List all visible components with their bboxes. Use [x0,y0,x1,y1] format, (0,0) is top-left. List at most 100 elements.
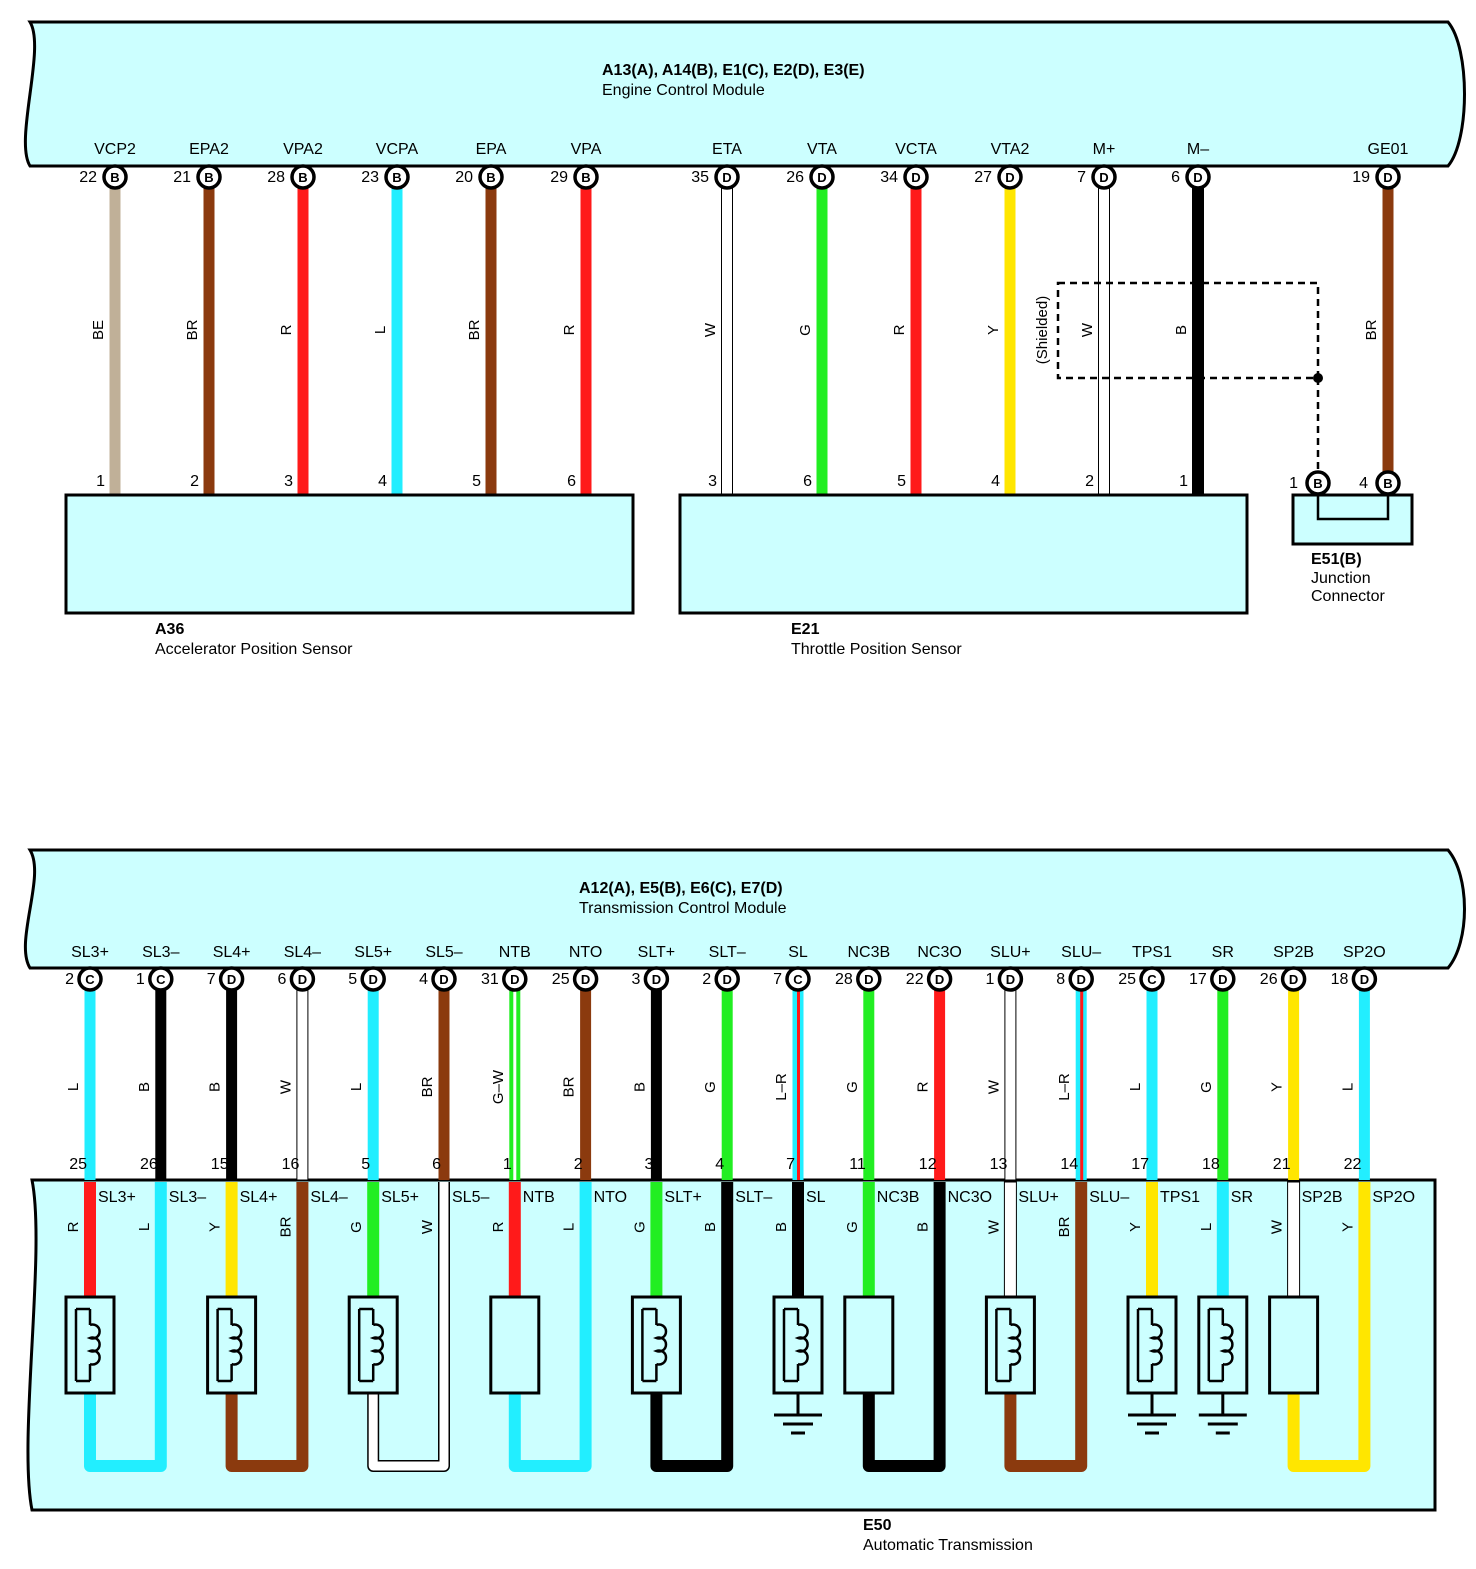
e50-component-10 [1268,1181,1371,1472]
svg-text:SL4+: SL4+ [240,1189,278,1206]
svg-text:BR: BR [1056,1216,1073,1237]
svg-text:SL: SL [806,1189,826,1206]
svg-text:SL3–: SL3– [142,944,179,961]
svg-text:B: B [581,170,590,185]
e50-term-SLU+: SLU+W [985,1189,1058,1234]
ecm-wire-M–: M–D6B1M– [1171,141,1211,520]
svg-text:6: 6 [803,473,812,490]
svg-text:BR: BR [277,1216,294,1237]
svg-text:2: 2 [190,473,199,490]
svg-text:D: D [581,972,590,987]
svg-text:EPA: EPA [476,141,507,158]
svg-text:D: D [298,972,307,987]
svg-text:8: 8 [1056,971,1065,988]
svg-text:6: 6 [1171,169,1180,186]
svg-text:NTB: NTB [523,1189,555,1206]
svg-text:25: 25 [552,971,570,988]
svg-text:SLU–: SLU– [1089,1189,1129,1206]
svg-text:SL5–: SL5– [452,1189,489,1206]
solenoid-coil-icon [216,1307,243,1383]
svg-text:BR: BR [419,1076,436,1097]
solenoid-coil-icon [357,1307,384,1383]
svg-text:R: R [490,1221,507,1232]
svg-text:R: R [278,324,295,335]
svg-text:NC3B: NC3B [847,944,890,961]
svg-text:26: 26 [140,1156,158,1173]
svg-text:SL4+: SL4+ [213,944,251,961]
e51-name-line1: Junction [1311,570,1371,587]
svg-text:B: B [1313,476,1322,491]
svg-text:21: 21 [1273,1156,1291,1173]
svg-text:4: 4 [1359,475,1368,492]
ecm-wire-ETA: ETAD35W3E2 [691,141,742,520]
svg-text:SLT–: SLT– [735,1189,772,1206]
solenoid-coil-icon [1136,1307,1163,1383]
svg-text:L: L [561,1223,578,1231]
ecm-name: Engine Control Module [602,82,765,99]
svg-text:W: W [277,1079,294,1094]
svg-text:L: L [65,1083,82,1091]
svg-text:VCTA: VCTA [895,141,937,158]
svg-text:G–W: G–W [490,1069,507,1104]
svg-text:D: D [911,170,920,185]
e21-code: E21 [791,621,820,638]
ecm-wire-VTA2: VTA2D27Y4VTA2 [974,141,1029,520]
svg-text:VCP2: VCP2 [94,141,136,158]
svg-text:W: W [702,322,719,337]
ecm-wire-VTA: VTAD26G6VTA [786,141,837,520]
svg-text:B: B [298,170,307,185]
svg-text:B: B [392,170,401,185]
svg-text:5: 5 [361,1156,370,1173]
svg-text:22: 22 [79,169,97,186]
svg-text:12: 12 [919,1156,937,1173]
svg-text:BR: BR [466,319,483,340]
svg-text:G: G [702,1081,719,1093]
svg-text:1: 1 [136,971,145,988]
ecm-wire-VCP2: VCP2B22BE1VCP2 [79,141,136,520]
svg-text:29: 29 [550,169,568,186]
svg-text:31: 31 [481,971,499,988]
solenoid-coil-icon [995,1307,1022,1383]
svg-text:D: D [723,972,732,987]
svg-text:NC3O: NC3O [948,1189,992,1206]
svg-text:Y: Y [1269,1082,1286,1092]
svg-text:SLT–: SLT– [709,944,746,961]
svg-text:5: 5 [897,473,906,490]
svg-text:D: D [652,972,661,987]
svg-text:22: 22 [906,971,924,988]
tcm-code: A12(A), E5(B), E6(C), E7(D) [579,880,783,897]
svg-text:L–R: L–R [773,1073,790,1101]
svg-text:SL5+: SL5+ [381,1189,419,1206]
svg-text:VPA: VPA [571,141,602,158]
svg-text:6: 6 [567,473,576,490]
e50-component-4 [630,1182,734,1472]
ecm-wire-VPA: VPAB29R6VPA [550,141,602,520]
svg-text:D: D [817,170,826,185]
e50-component-6 [843,1182,946,1472]
svg-text:G: G [797,324,814,336]
svg-text:D: D [1218,972,1227,987]
svg-text:D: D [864,972,873,987]
e51-pin-1: B 1 [1289,470,1331,496]
e21-name: Throttle Position Sensor [791,641,962,658]
svg-text:4: 4 [378,473,387,490]
svg-text:NTO: NTO [569,944,602,961]
svg-text:28: 28 [835,971,853,988]
tcm-wire-group: SL3+C2L25SL3–C1B26SL4+D7B15SL4–D6W16SL5+… [65,944,1386,1181]
svg-text:Y: Y [207,1222,224,1232]
svg-text:BE: BE [90,320,107,340]
